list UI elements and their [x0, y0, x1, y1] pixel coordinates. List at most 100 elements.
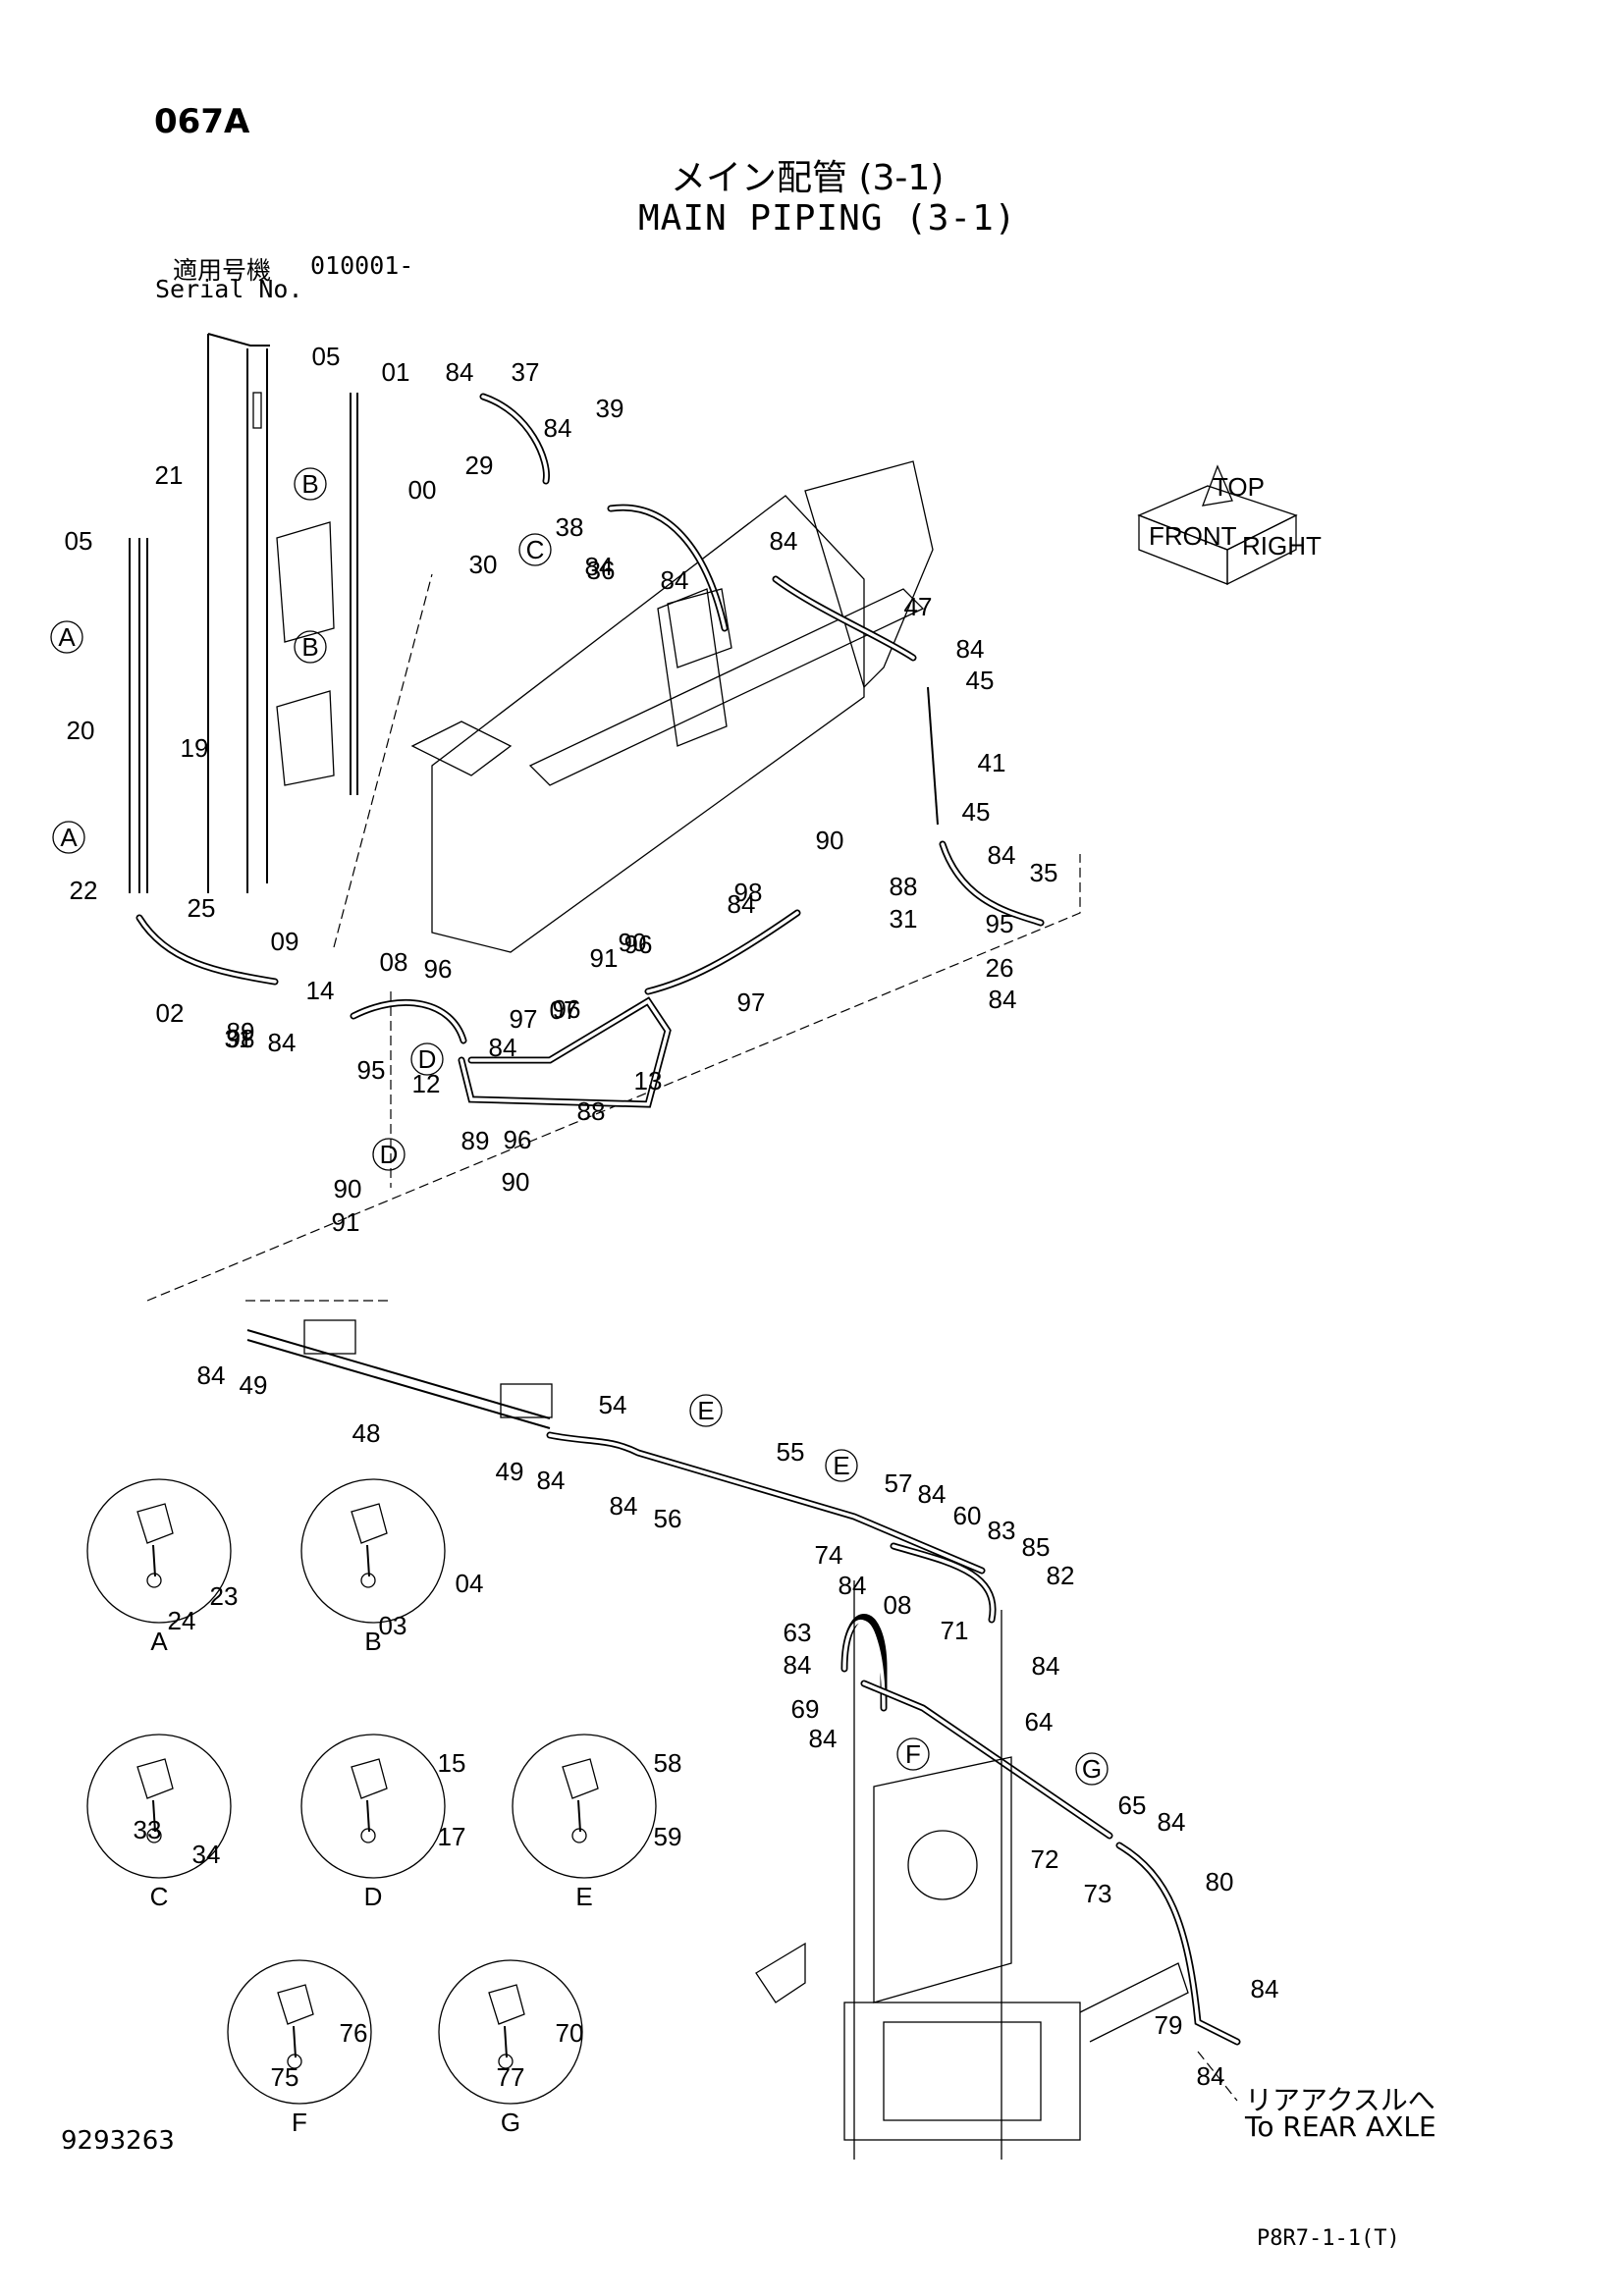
part-callout: 80	[1206, 1867, 1234, 1896]
part-callout: 74	[815, 1540, 843, 1570]
part-callout: 84	[770, 526, 798, 556]
part-callout: 07	[550, 995, 578, 1025]
part-callout: 84	[610, 1491, 638, 1521]
part-callout: 05	[312, 342, 341, 371]
part-callout: 69	[791, 1694, 820, 1724]
part-callout: 26	[986, 953, 1014, 983]
serial-number: 010001-	[310, 251, 414, 280]
part-callout: 29	[465, 451, 494, 480]
part-callout: 89	[461, 1126, 490, 1155]
page-code: 067A	[154, 102, 250, 141]
destination-label-japanese: リアアクスルへ	[1245, 2084, 1435, 2116]
part-callout: 84	[268, 1028, 297, 1057]
part-callout: 84	[661, 565, 689, 595]
detail-view-letter: G	[501, 2108, 520, 2137]
reference-marker-circle	[896, 1737, 930, 1771]
bolt-icon	[293, 2025, 297, 2058]
reference-marker-circle	[518, 533, 552, 566]
part-callout: 85	[1022, 1532, 1051, 1562]
detail-part-callout: 33	[134, 1815, 162, 1844]
part-callout: 63	[784, 1618, 812, 1647]
part-callout: 30	[469, 550, 498, 579]
serial-label-japanese: 適用号機	[173, 256, 272, 285]
part-callout: 96	[424, 954, 453, 984]
part-callout: 88	[890, 872, 918, 901]
detail-view-circle	[512, 1734, 657, 1879]
part-callout: 48	[352, 1418, 381, 1448]
page-reference: P8R7-1-1(T)	[1257, 2226, 1400, 2251]
detail-view-circle	[300, 1478, 446, 1624]
part-callout: 49	[240, 1370, 268, 1400]
destination-label: To REAR AXLE	[1245, 2110, 1436, 2143]
reference-marker-d: D	[380, 1140, 399, 1169]
part-callout: 98	[734, 878, 763, 907]
part-callout: 01	[382, 357, 410, 387]
reference-marker-circle	[825, 1449, 858, 1482]
part-callout: 84	[446, 357, 474, 387]
detail-view-letter: C	[150, 1882, 169, 1911]
part-callout: 13	[634, 1066, 663, 1095]
part-callout: 84	[918, 1479, 947, 1509]
part-callout: 91	[590, 943, 619, 973]
part-callout: 91	[332, 1207, 360, 1237]
reference-marker-g: G	[1082, 1754, 1102, 1784]
detail-view-circle	[300, 1734, 446, 1879]
clamp-icon	[351, 1758, 388, 1799]
part-callout: 21	[155, 460, 184, 490]
serial-label: Serial No.	[155, 275, 303, 303]
part-callout: 39	[596, 394, 624, 423]
part-callout: 57	[885, 1468, 913, 1498]
part-callout: 12	[412, 1069, 441, 1098]
part-callout: 08	[380, 947, 408, 977]
part-callout: 84	[544, 413, 572, 443]
part-callout: 95	[357, 1055, 386, 1085]
part-callout: 84	[784, 1650, 812, 1680]
detail-part-callout: 24	[168, 1606, 196, 1635]
detail-part-callout: 23	[210, 1581, 239, 1611]
upper-frame-drawing	[129, 333, 1081, 1302]
clamp-icon	[277, 1984, 314, 2025]
part-callout: 41	[978, 748, 1006, 777]
reference-marker-circle	[294, 630, 327, 664]
detail-view-circle	[438, 1959, 583, 2105]
part-callout: 22	[70, 876, 98, 905]
detail-part-callout: 34	[192, 1840, 221, 1869]
bolt-head-icon	[571, 1828, 587, 1843]
bolt-icon	[366, 1544, 370, 1577]
detail-part-callout: 15	[438, 1748, 466, 1778]
part-callout: 71	[941, 1616, 969, 1645]
part-callout: 60	[953, 1501, 982, 1530]
clamp-icon	[351, 1503, 388, 1544]
detail-view-letter: A	[150, 1627, 168, 1656]
bolt-icon	[504, 2025, 508, 2058]
part-callout: 31	[890, 904, 918, 934]
reference-marker-circle	[410, 1042, 444, 1076]
reference-marker-e: E	[833, 1451, 849, 1480]
part-callout: 05	[65, 526, 93, 556]
part-callout: 25	[188, 893, 216, 923]
detail-part-callout: 59	[654, 1822, 682, 1851]
bolt-head-icon	[360, 1828, 376, 1843]
part-callout: 84	[585, 552, 614, 581]
bolt-head-icon	[146, 1573, 162, 1588]
clamp-icon	[136, 1503, 174, 1544]
reference-marker-b: B	[301, 469, 318, 499]
bolt-head-icon	[287, 2054, 302, 2069]
part-callout: 37	[512, 357, 540, 387]
part-callout: 84	[1251, 1974, 1279, 2003]
part-callout: 45	[962, 797, 991, 827]
part-callout: 84	[989, 985, 1017, 1014]
bolt-icon	[152, 1544, 156, 1577]
part-callout: 90	[816, 826, 844, 855]
detail-view-letter: F	[292, 2108, 307, 2137]
reference-marker-a: A	[60, 823, 78, 852]
detail-view-circle	[86, 1734, 232, 1879]
part-callout: 64	[1025, 1707, 1054, 1736]
detail-part-callout: 70	[556, 2018, 584, 2048]
part-callout: 72	[1031, 1844, 1059, 1874]
reference-marker-a: A	[58, 622, 76, 652]
document-number: 9293263	[61, 2126, 175, 2156]
